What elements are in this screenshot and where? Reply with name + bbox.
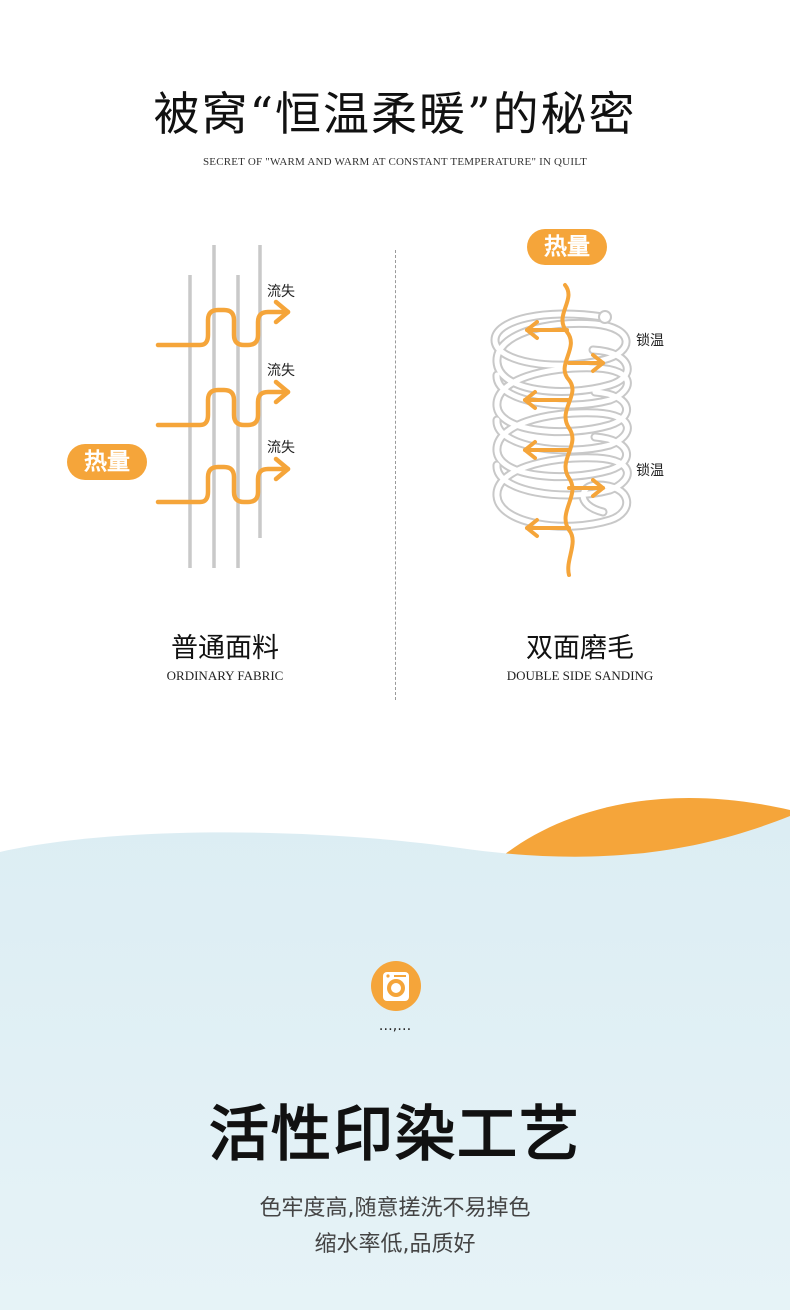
feature-line-1: 色牢度高,随意搓洗不易掉色 [259, 1196, 531, 1221]
heat-badge: 热量 [67, 444, 147, 480]
ordinary-fabric-subtitle: ORDINARY FABRIC [166, 668, 284, 683]
double-sanding-title: 双面磨毛 [526, 633, 634, 664]
fabric-fibers [188, 245, 262, 568]
blue-wave [0, 816, 790, 1310]
ordinary-fabric-title: 普通面料 [171, 633, 279, 664]
page-subtitle: SECRET OF "WARM AND WARM AT CONSTANT TEM… [202, 156, 588, 168]
heat-loss-arrows [155, 299, 291, 505]
washing-machine-icon [371, 961, 421, 1011]
ordinary-fabric-diagram [155, 245, 291, 568]
heat-lock-label: 锁温 [636, 333, 664, 349]
double-sanding-diagram [490, 283, 632, 577]
bottom-wave-background [0, 797, 790, 1310]
panel-divider [395, 250, 396, 700]
section-heading: 活性印染工艺 [209, 1100, 581, 1170]
heat-badge: 热量 [527, 229, 607, 265]
heat-lock-label: 锁温 [636, 463, 664, 479]
page-title: 被窝“恒温柔暖”的秘密 [153, 87, 637, 141]
feature-line-2: 缩水率低,品质好 [314, 1232, 476, 1257]
heat-loss-label: 流失 [267, 284, 295, 300]
spring-coil-inner [492, 311, 630, 529]
ellipsis-text: …,… [378, 1018, 412, 1034]
heat-loss-label: 流失 [267, 440, 295, 456]
double-sanding-subtitle: DOUBLE SIDE SANDING [506, 668, 654, 683]
heat-loss-label: 流失 [267, 363, 295, 379]
heat-lock-arrows [523, 283, 605, 577]
